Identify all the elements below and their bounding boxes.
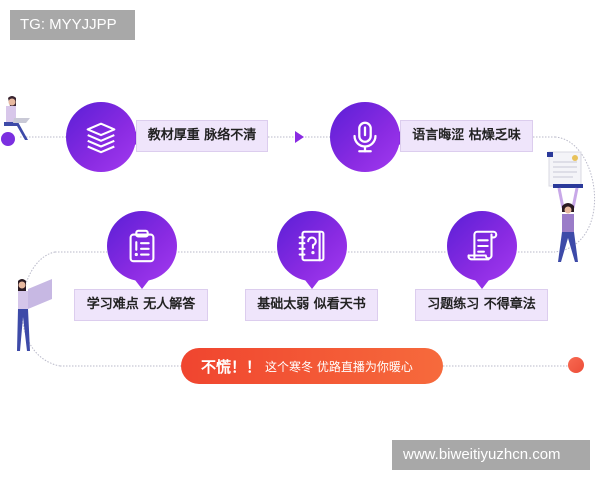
- watermark-top: TG: MYYJJPP: [10, 10, 135, 40]
- step-4-label: 基础太弱 似看天书: [245, 289, 378, 321]
- person-laptop-illustration: [1, 96, 30, 146]
- step-1-badge: [66, 102, 144, 172]
- step-1-label: 教材厚重 脉络不清: [136, 120, 268, 152]
- question-notebook-icon: [298, 230, 325, 262]
- cta-sub-text: 这个寒冬 优路直播为你暖心: [265, 359, 413, 374]
- step-5-badge: [447, 211, 517, 289]
- cta-banner[interactable]: 不慌！！ 这个寒冬 优路直播为你暖心: [181, 348, 443, 384]
- step-2-badge: [330, 102, 408, 172]
- step-5-label: 习题练习 不得章法: [415, 289, 548, 321]
- step-2-label: 语言晦涩 枯燥乏味: [400, 120, 533, 152]
- microphone-icon: [353, 121, 377, 153]
- person-board-illustration: [17, 279, 52, 351]
- watermark-bottom: www.biweitiyuzhcn.com: [392, 440, 590, 470]
- scroll-document-icon: [467, 230, 498, 261]
- step-3-badge: [107, 211, 177, 289]
- books-stack-icon: [86, 122, 116, 154]
- end-dot-icon: [568, 357, 584, 373]
- flow-arrow-icon: [295, 131, 304, 143]
- step-3-label: 学习难点 无人解答: [74, 289, 208, 321]
- step-4-badge: [277, 211, 347, 289]
- cta-strong-text: 不慌！！: [201, 357, 262, 376]
- clipboard-list-icon: [129, 229, 155, 263]
- person-document-illustration: [547, 151, 583, 262]
